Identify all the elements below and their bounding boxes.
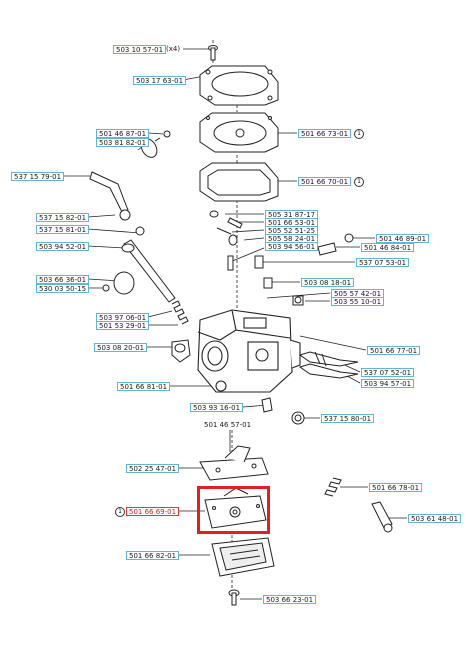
- part-label-501-46-87-01[interactable]: 501 46 87-01: [96, 129, 150, 138]
- circled-marker: 1: [354, 177, 364, 187]
- part-label-503-55-10-01[interactable]: 503 55 10-01: [331, 297, 385, 306]
- part-label-530-03-50-15[interactable]: 530 03 50-15: [36, 284, 90, 293]
- part-label-537-15-80-01[interactable]: 537 15 80-01: [321, 414, 375, 423]
- part-label-537-15-82-01[interactable]: 537 15 82-01: [36, 213, 90, 222]
- part-label-501-46-84-01[interactable]: 501 46 84-01: [361, 243, 415, 252]
- part-label-503-08-18-01[interactable]: 503 08 18-01: [301, 278, 355, 287]
- part-label-503-81-82-01[interactable]: 503 81 82-01: [96, 138, 150, 147]
- part-label-503-10-57-01[interactable]: 503 10 57-01: [113, 45, 167, 54]
- part-label-537-07-52-01[interactable]: 537 07 52-01: [361, 368, 415, 377]
- part-label-501-53-29-01[interactable]: 501 53 29-01: [96, 321, 150, 330]
- part-label-501-66-73-01[interactable]: 501 66 73-01: [298, 129, 352, 138]
- part-label-537-15-79-01[interactable]: 537 15 79-01: [11, 172, 65, 181]
- part-label-503-94-57-01[interactable]: 503 94 57-01: [361, 379, 415, 388]
- part-label-501-46-57-01[interactable]: 501 46 57-01: [204, 421, 252, 429]
- part-label-501-46-89-01[interactable]: 501 46 89-01: [376, 234, 430, 243]
- part-label-503-66-36-01[interactable]: 503 66 36-01: [36, 275, 90, 284]
- part-label-501-66-82-01[interactable]: 501 66 82-01: [126, 551, 180, 560]
- part-label-503-66-23-01[interactable]: 503 66 23-01: [263, 595, 317, 604]
- part-label-503-08-20-01[interactable]: 503 08 20-01: [94, 343, 148, 352]
- part-label-503-94-52-01[interactable]: 503 94 52-01: [36, 242, 90, 251]
- part-label-501-66-78-01[interactable]: 501 66 78-01: [369, 483, 423, 492]
- part-label-503-93-16-01[interactable]: 503 93 16-01: [190, 403, 244, 412]
- part-label-503-94-56-01[interactable]: 503 94 56-01: [265, 242, 319, 251]
- part-label-501-66-77-01[interactable]: 501 66 77-01: [367, 346, 421, 355]
- part-label-501-66-69-01-selected[interactable]: 501 66 69-01: [126, 507, 180, 516]
- part-label-501-66-70-01[interactable]: 501 66 70-01: [298, 177, 352, 186]
- circled-marker: 1: [354, 129, 364, 139]
- circled-marker: 1: [115, 507, 125, 517]
- part-label-503-17-63-01[interactable]: 503 17 63-01: [133, 76, 187, 85]
- part-label-537-15-81-01[interactable]: 537 15 81-01: [36, 225, 90, 234]
- quantity-note: (x4): [166, 45, 181, 53]
- part-label-501-66-81-01[interactable]: 501 66 81-01: [117, 382, 171, 391]
- part-label-537-07-53-01[interactable]: 537 07 53-01: [356, 258, 410, 267]
- selected-part-highlight: [197, 486, 270, 534]
- part-label-502-25-47-01[interactable]: 502 25 47-01: [126, 464, 180, 473]
- part-label-503-61-48-01[interactable]: 503 61 48-01: [408, 514, 462, 523]
